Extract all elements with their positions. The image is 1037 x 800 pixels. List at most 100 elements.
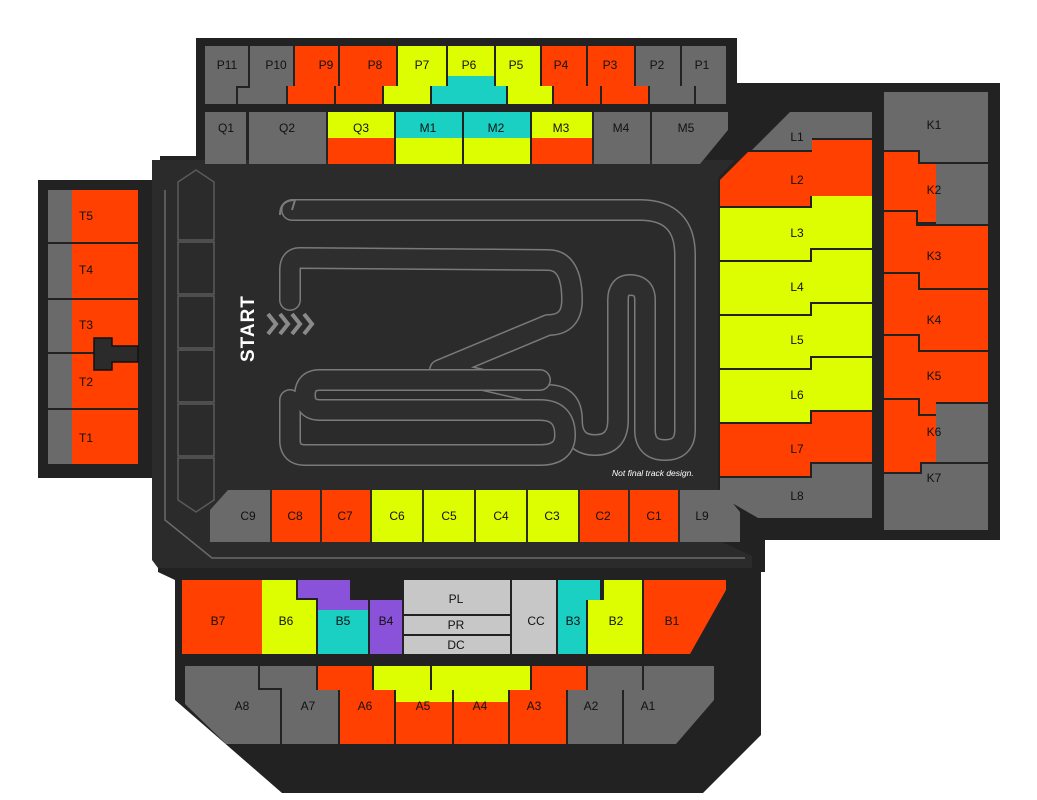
section-A3[interactable]: A3 (510, 666, 586, 744)
section-K5[interactable]: K5 (884, 336, 988, 414)
section-L7[interactable]: L7 (720, 412, 872, 476)
svg-text:C8: C8 (287, 509, 303, 523)
section-B5[interactable]: B5 (298, 580, 368, 654)
section-C9[interactable]: C9 (210, 490, 270, 542)
svg-text:L6: L6 (790, 388, 804, 402)
section-L4[interactable]: L4 (720, 250, 872, 314)
section-P2[interactable]: P2 (636, 46, 694, 104)
svg-text:P3: P3 (603, 58, 618, 72)
race-track (279, 198, 696, 466)
svg-text:L2: L2 (790, 173, 804, 187)
svg-text:A4: A4 (473, 699, 488, 713)
section-L2[interactable]: L2 (720, 140, 872, 206)
section-Q3[interactable]: Q3 (328, 112, 394, 164)
section-L8[interactable]: L8 (720, 464, 872, 518)
section-M5[interactable]: M5 (652, 112, 728, 164)
section-P6[interactable]: P6 (432, 46, 506, 104)
svg-text:M2: M2 (488, 121, 505, 135)
pit-lane (177, 169, 215, 513)
section-P9[interactable]: P9 (288, 46, 338, 104)
svg-text:P4: P4 (554, 58, 569, 72)
svg-text:A5: A5 (416, 699, 431, 713)
section-K4[interactable]: K4 (884, 274, 988, 350)
section-K7[interactable]: K7 (884, 464, 988, 530)
section-L6[interactable]: L6 (720, 358, 872, 422)
section-P7[interactable]: P7 (384, 46, 446, 104)
section-Q2[interactable]: Q2 (249, 112, 326, 164)
section-T4[interactable]: T4 (48, 244, 138, 298)
section-A8[interactable]: A8 (185, 666, 280, 744)
section-L1[interactable]: L1 (752, 112, 872, 150)
svg-text:P6: P6 (462, 58, 477, 72)
section-M3[interactable]: M3 (532, 112, 592, 164)
section-P1[interactable]: P1 (682, 46, 726, 104)
section-PR[interactable]: PR (404, 616, 510, 634)
section-P4[interactable]: P4 (542, 46, 600, 104)
section-L9[interactable]: L9 (680, 490, 740, 542)
svg-text:L9: L9 (695, 509, 709, 523)
section-C6[interactable]: C6 (372, 490, 422, 542)
svg-text:A7: A7 (301, 699, 316, 713)
section-B3[interactable]: B3 (558, 580, 600, 654)
section-CC[interactable]: CC (512, 580, 556, 654)
start-label: START (238, 295, 259, 362)
svg-text:P2: P2 (650, 58, 665, 72)
section-K1[interactable]: K1 (884, 92, 988, 162)
section-P3[interactable]: P3 (588, 46, 648, 104)
svg-text:B3: B3 (566, 614, 581, 628)
section-Q1[interactable]: Q1 (205, 112, 246, 164)
section-C3[interactable]: C3 (528, 490, 578, 542)
svg-text:M4: M4 (613, 121, 630, 135)
svg-text:PR: PR (448, 618, 465, 632)
svg-text:M5: M5 (678, 121, 695, 135)
svg-text:L5: L5 (790, 333, 804, 347)
section-C4[interactable]: C4 (476, 490, 526, 542)
svg-text:Q3: Q3 (353, 121, 369, 135)
section-T1[interactable]: T1 (48, 410, 138, 464)
section-DC[interactable]: DC (404, 636, 510, 654)
section-M4[interactable]: M4 (594, 112, 650, 164)
section-L5[interactable]: L5 (720, 304, 872, 368)
section-B7[interactable]: B7 (182, 580, 262, 654)
section-C8[interactable]: C8 (272, 490, 320, 542)
section-M1[interactable]: M1 (396, 112, 462, 164)
section-C2[interactable]: C2 (580, 490, 628, 542)
svg-text:P8: P8 (368, 58, 383, 72)
section-B2[interactable]: B2 (588, 580, 642, 654)
section-T5[interactable]: T5 (48, 190, 138, 242)
svg-text:M1: M1 (420, 121, 437, 135)
section-K6[interactable]: K6 (884, 400, 988, 472)
section-C7[interactable]: C7 (322, 490, 370, 542)
section-B1[interactable]: B1 (644, 580, 726, 654)
section-B6[interactable]: B6 (262, 580, 316, 654)
section-T3[interactable]: T3 (48, 300, 138, 352)
svg-text:P10: P10 (265, 58, 287, 72)
section-P8[interactable]: P8 (336, 46, 396, 104)
svg-text:K7: K7 (927, 471, 942, 485)
section-A5[interactable]: A5 (374, 666, 452, 744)
section-A4[interactable]: A4 (432, 666, 530, 744)
section-A2[interactable]: A2 (568, 666, 642, 744)
section-P11[interactable]: P11 (205, 46, 248, 104)
section-A1[interactable]: A1 (624, 666, 714, 744)
svg-text:K3: K3 (927, 249, 942, 263)
section-PL[interactable]: PL (404, 580, 510, 614)
svg-text:B4: B4 (379, 614, 394, 628)
section-B4[interactable]: B4 (370, 600, 402, 654)
svg-text:K1: K1 (927, 118, 942, 132)
svg-text:K4: K4 (927, 313, 942, 327)
section-A7[interactable]: A7 (260, 666, 338, 744)
svg-text:PL: PL (449, 592, 464, 606)
section-C1[interactable]: C1 (630, 490, 678, 542)
svg-text:P1: P1 (695, 58, 710, 72)
section-L3[interactable]: L3 (720, 196, 872, 260)
section-K2[interactable]: K2 (884, 152, 988, 224)
section-P10[interactable]: P10 (238, 46, 293, 104)
svg-text:A8: A8 (235, 699, 250, 713)
section-A6[interactable]: A6 (318, 666, 394, 744)
section-M2[interactable]: M2 (464, 112, 530, 164)
section-P5[interactable]: P5 (496, 46, 552, 104)
section-C5[interactable]: C5 (424, 490, 474, 542)
section-K3[interactable]: K3 (884, 212, 988, 288)
